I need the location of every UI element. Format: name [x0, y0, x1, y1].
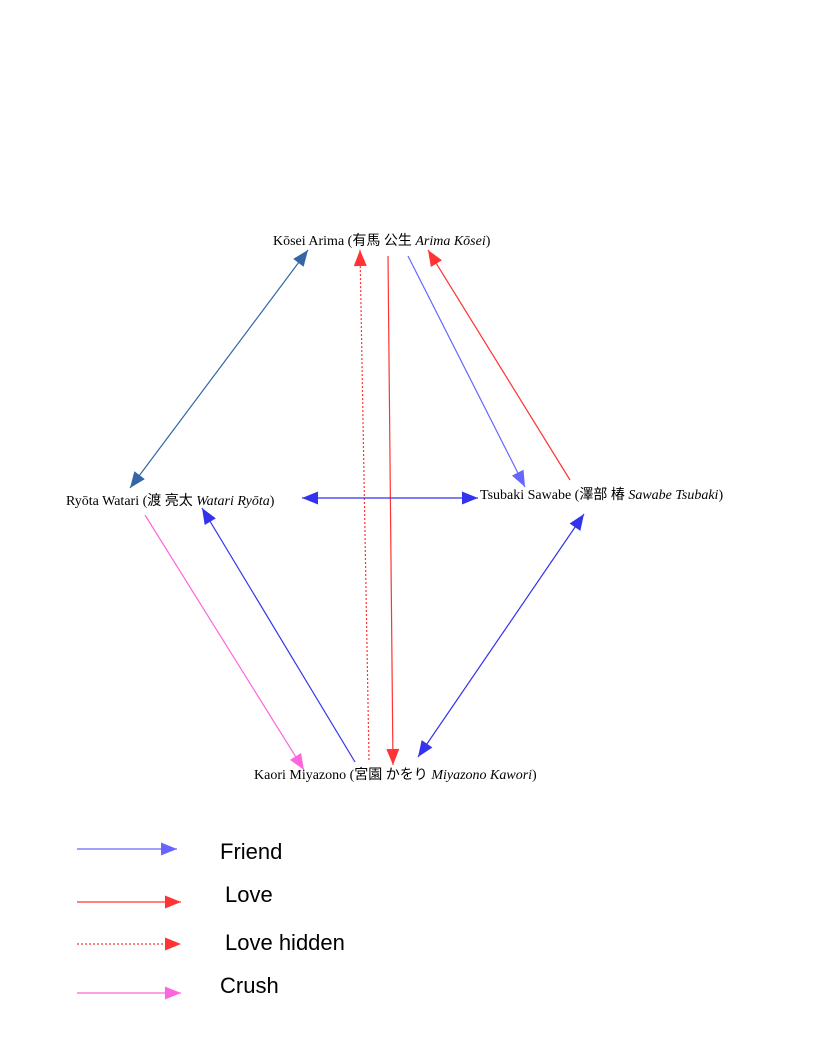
node-romaji: Watari Ryōta: [196, 494, 270, 509]
arrowhead-icon: [462, 491, 478, 505]
node-close: ): [485, 234, 491, 249]
arrowhead-icon: [165, 937, 181, 951]
legend-love-hidden-label: Love hidden: [225, 930, 345, 955]
node-romaji: Miyazono Kawori: [431, 768, 533, 783]
node-tsubaki: Tsubaki Sawabe (澤部 椿 Sawabe Tsubaki): [480, 484, 723, 504]
arrowhead-icon: [290, 752, 304, 770]
arrowhead-icon: [202, 508, 216, 526]
arrowhead-icon: [511, 469, 525, 487]
edge-tsubaki-to-kosei: [427, 249, 571, 481]
node-name: Kaori Miyazono (宮園 かをり: [254, 768, 432, 783]
node-name: Tsubaki Sawabe (澤部 椿: [480, 488, 629, 503]
legend-friend-label: Friend: [220, 839, 283, 864]
arrowhead-icon: [418, 740, 433, 757]
node-name: Ryōta Watari (渡 亮太: [66, 494, 197, 509]
node-name: Kōsei Arima (有馬 公生: [273, 234, 416, 249]
arrowhead-icon: [569, 514, 584, 531]
node-kaori: Kaori Miyazono (宮園 かをり Miyazono Kawori): [254, 764, 537, 784]
arrowhead-icon: [302, 491, 318, 505]
edge-tsubaki-to-kaori: [417, 513, 585, 758]
node-romaji: Sawabe Tsubaki: [628, 488, 719, 503]
arrowhead-icon: [293, 250, 308, 267]
edge-kaori-to-kosei: [359, 249, 370, 761]
node-kosei: Kōsei Arima (有馬 公生 Arima Kōsei): [273, 230, 490, 250]
arrowhead-icon: [386, 748, 400, 765]
node-romaji: Arima Kōsei: [415, 234, 486, 249]
edge-ryota-to-kaori: [144, 514, 305, 771]
arrowhead-icon: [353, 250, 367, 267]
arrowhead-icon: [428, 250, 442, 268]
arrowhead-icon: [165, 986, 181, 1000]
edge-kosei-to-ryota: [129, 249, 309, 489]
node-close: ): [269, 494, 275, 509]
legend-love-label: Love: [225, 882, 273, 907]
edge-kosei-to-kaori: [387, 255, 394, 766]
node-close: ): [532, 768, 537, 783]
edge-kosei-to-tsubaki: [407, 255, 526, 488]
arrowhead-icon: [130, 471, 145, 488]
node-close: ): [718, 488, 724, 503]
edge-kaori-to-ryota: [201, 507, 356, 763]
arrowhead-icon: [161, 842, 177, 856]
node-ryota: Ryōta Watari (渡 亮太 Watari Ryōta): [66, 490, 274, 510]
legend-crush-label: Crush: [220, 973, 279, 998]
arrowhead-icon: [165, 895, 181, 909]
